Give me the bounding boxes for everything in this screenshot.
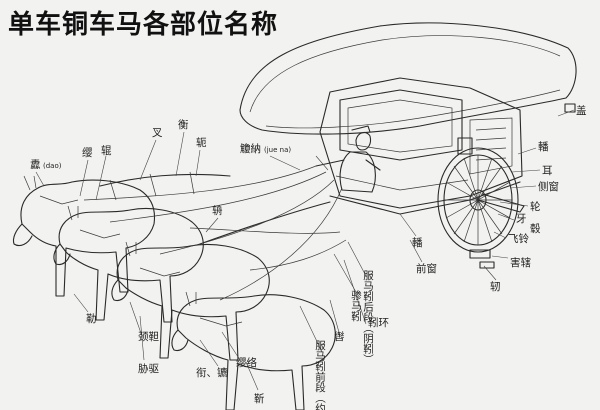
label-ying: 缨 — [82, 146, 93, 159]
label-fan: 轓 — [538, 141, 549, 153]
label-fu-ma-qian: 服马靷前段（约 — [314, 340, 326, 410]
label-dao-pinyin: (dao) — [43, 162, 62, 170]
horse-3 — [111, 241, 270, 361]
label-dao: 纛 — [30, 159, 41, 171]
label-bi: 辔 — [334, 330, 345, 343]
label-er: 耳 — [542, 165, 553, 177]
label-ren: 轫 — [490, 280, 501, 293]
leader-lines — [35, 109, 575, 391]
label-xie-na: 觼納 — [240, 142, 261, 155]
canopy — [239, 22, 577, 135]
part-labels: 纛 (dao) 缨 辊 叉 衡 轭 觼納 (jue na) 盖 轓 耳 侧窗 轮… — [30, 104, 587, 410]
label-gu: 毂 — [530, 222, 541, 235]
wheel — [437, 147, 525, 269]
label-ce-chuang: 侧窗 — [538, 180, 559, 193]
label-xie-na-pinyin: (jue na) — [264, 146, 291, 154]
label-yin-huan: 靷环 — [368, 316, 389, 329]
label-ji: 辊 — [101, 144, 112, 157]
label-lun: 轮 — [530, 200, 541, 213]
label-zhou: 辀 — [212, 204, 223, 217]
label-qian-chuang: 前窗 — [416, 262, 437, 275]
carriage-box — [319, 77, 576, 215]
label-bu: 靳 — [254, 392, 265, 405]
label-heng: 衡 — [178, 119, 189, 131]
label-xian-biao: 衔、镳 — [196, 366, 228, 379]
label-can-ma-yin: 骖马靷 — [350, 289, 362, 322]
label-le: 勒 — [86, 312, 97, 325]
label-cha: 叉 — [152, 127, 163, 139]
diagram-title: 单车铜车马各部位名称 — [8, 10, 279, 40]
label-xie-ge: 胁驱 — [138, 362, 159, 375]
label-fei-ling: 飞铃 — [508, 232, 529, 245]
label-jing-ge: 颈靼 — [138, 330, 159, 343]
label-xia-xia: 害辖 — [510, 256, 531, 269]
label-fan-lower: 轓 — [412, 237, 423, 249]
yoke-harness — [83, 165, 347, 301]
label-man-luo: 缨络 — [236, 356, 257, 369]
label-ya: 牙 — [516, 213, 527, 225]
driver-figure — [315, 125, 381, 193]
horse-1 — [12, 175, 156, 297]
label-e: 轭 — [196, 136, 207, 149]
label-fu-ma-hou: 服马靷后段（阴靷） — [362, 270, 374, 365]
horse-4 — [171, 291, 336, 410]
label-gai: 盖 — [576, 104, 587, 117]
horse-2 — [53, 205, 204, 323]
